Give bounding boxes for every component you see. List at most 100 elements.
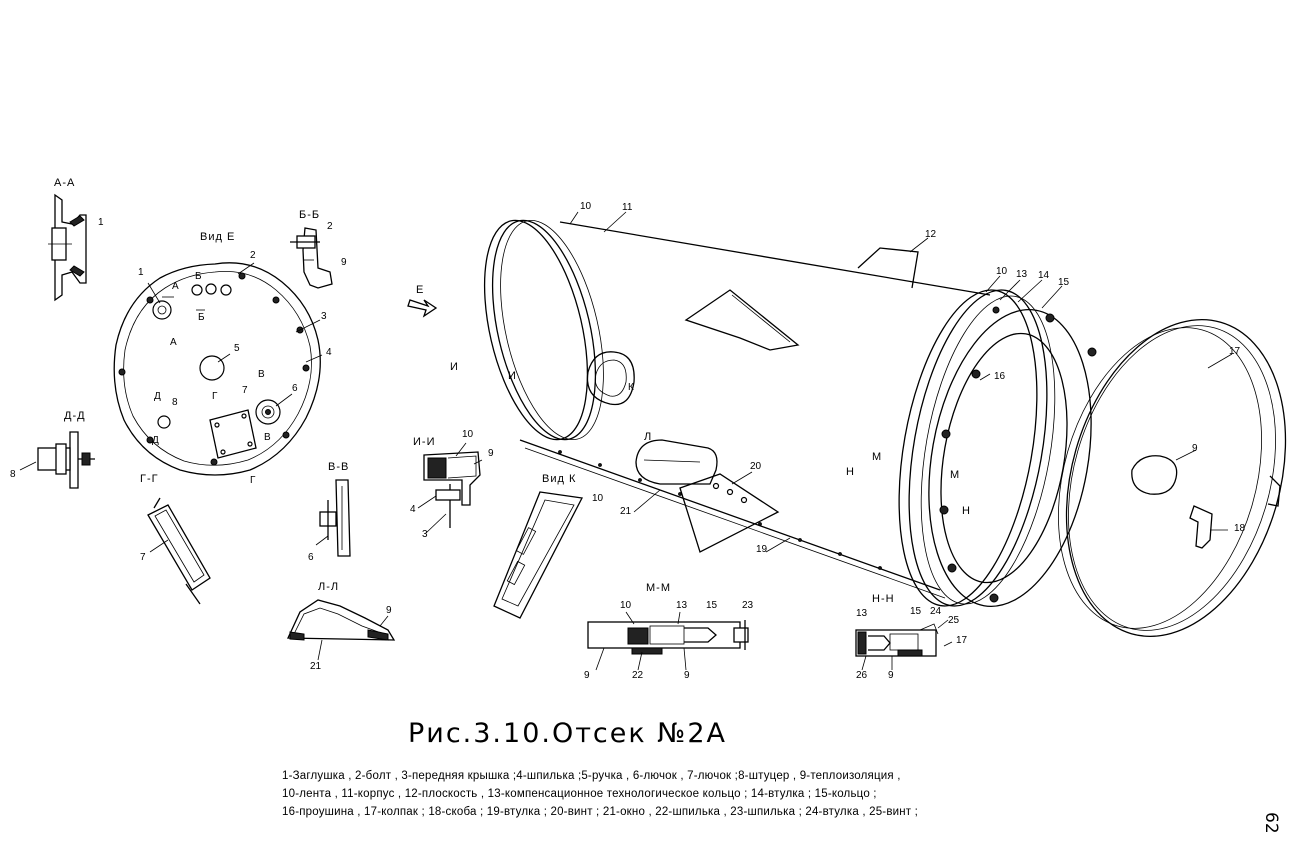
label-9: 9	[1192, 443, 1198, 454]
label-4: 4	[326, 347, 332, 358]
section-gg-drawing	[147, 497, 211, 605]
page-number: 62	[1261, 812, 1281, 834]
cut-letter-d: Д	[152, 435, 159, 446]
legend-line-2: 10-лента , 11-корпус , 12-плоскость , 13…	[282, 788, 877, 800]
section-bb-label: Б-Б	[299, 209, 321, 221]
label-4: 4	[410, 504, 416, 515]
label-13: 13	[1016, 269, 1028, 280]
label-23: 23	[742, 600, 754, 611]
section-bb-drawing	[290, 227, 333, 289]
label-10: 10	[592, 493, 604, 504]
view-k-drawing	[493, 491, 583, 619]
label-1: 1	[138, 267, 144, 278]
label-9: 9	[341, 257, 347, 268]
label-17: 17	[1229, 346, 1241, 357]
section-dd-drawing	[19, 431, 95, 489]
label-2: 2	[327, 221, 333, 232]
label-25: 25	[948, 615, 960, 626]
label-9: 9	[584, 670, 590, 681]
label-7: 7	[242, 385, 248, 396]
legend-line-1: 1-Заглушка , 2-болт , 3-передняя крышка …	[282, 770, 901, 782]
section-aa-label: А-А	[54, 177, 76, 189]
legend-line-3: 16-проушина , 17-колпак ; 18-скоба ; 19-…	[282, 806, 919, 818]
cut-letter-m: М	[872, 451, 883, 463]
label-18: 18	[1234, 523, 1246, 534]
label-7: 7	[140, 552, 146, 563]
section-vv-label: В-В	[328, 461, 350, 473]
cut-letter-i: И	[508, 370, 517, 382]
cut-letter-a: А	[170, 337, 177, 348]
label-12: 12	[925, 229, 937, 240]
label-3: 3	[321, 311, 327, 322]
cut-letter-m: М	[950, 469, 961, 481]
label-11: 11	[622, 202, 633, 213]
label-26: 26	[856, 670, 868, 681]
section-ll-label: Л-Л	[318, 581, 340, 593]
figure-title: Рис.3.10.Отсек №2А	[408, 718, 728, 749]
label-15: 15	[1058, 277, 1070, 288]
cut-letter-d: Д	[154, 391, 161, 402]
leader-lines	[569, 211, 1233, 553]
cut-letter-g: Г	[212, 391, 218, 402]
section-mm-drawing	[587, 611, 749, 671]
label-6: 6	[308, 552, 314, 563]
front-cover-view-e-drawing	[113, 262, 323, 476]
label-5: 5	[234, 343, 240, 354]
label-9: 9	[488, 448, 494, 459]
section-ii-label: И-И	[413, 436, 436, 448]
cut-letter-n: Н	[846, 466, 855, 478]
cut-letter-i: И	[450, 361, 459, 373]
view-e-arrow	[407, 299, 438, 318]
label-16: 16	[994, 371, 1006, 382]
cut-letter-l: Л	[644, 431, 653, 443]
label-15: 15	[910, 606, 922, 617]
view-k-label: Вид К	[542, 473, 577, 485]
cut-letter-v: В	[258, 369, 265, 380]
cut-letter-g: Г	[250, 475, 256, 486]
label-21: 21	[620, 506, 632, 517]
cut-letter-b: Б	[195, 271, 202, 282]
label-22: 22	[632, 670, 644, 681]
label-10: 10	[462, 429, 474, 440]
cut-letter-n: Н	[962, 505, 971, 517]
label-9: 9	[684, 670, 690, 681]
section-vv-drawing	[315, 479, 351, 557]
label-13: 13	[856, 608, 868, 619]
view-e-label: Вид Е	[200, 231, 236, 243]
label-9: 9	[888, 670, 894, 681]
label-20: 20	[750, 461, 762, 472]
section-gg-label: Г-Г	[140, 473, 159, 485]
section-nn-drawing	[855, 619, 953, 671]
label-6: 6	[292, 383, 298, 394]
label-3: 3	[422, 529, 428, 540]
label-8: 8	[10, 469, 16, 480]
cut-letter-k: К	[628, 382, 634, 393]
cut-letter-a: А	[172, 281, 179, 292]
label-21: 21	[310, 661, 322, 672]
label-10: 10	[996, 266, 1008, 277]
label-14: 14	[1038, 270, 1050, 281]
label-19: 19	[756, 544, 768, 555]
section-mm-label: М-М	[646, 582, 671, 594]
compartment-body-drawing	[483, 219, 1097, 607]
cut-letter-v: В	[264, 432, 271, 443]
label-10: 10	[620, 600, 632, 611]
label-24: 24	[930, 606, 942, 617]
label-10: 10	[580, 201, 592, 212]
label-2: 2	[250, 250, 256, 261]
section-ll-drawing	[286, 599, 396, 661]
section-nn-label: Н-Н	[872, 593, 895, 605]
label-15: 15	[706, 600, 718, 611]
section-ii-drawing	[417, 442, 483, 534]
label-1: 1	[98, 217, 104, 228]
section-aa-drawing	[48, 193, 87, 302]
label-9: 9	[386, 605, 392, 616]
label-17: 17	[956, 635, 968, 646]
view-e-arrow-label: Е	[416, 284, 425, 296]
label-13: 13	[676, 600, 688, 611]
cap-17-drawing	[1058, 319, 1287, 637]
section-dd-label: Д-Д	[64, 410, 86, 422]
cut-letter-b: Б	[198, 312, 205, 323]
label-8: 8	[172, 397, 178, 408]
